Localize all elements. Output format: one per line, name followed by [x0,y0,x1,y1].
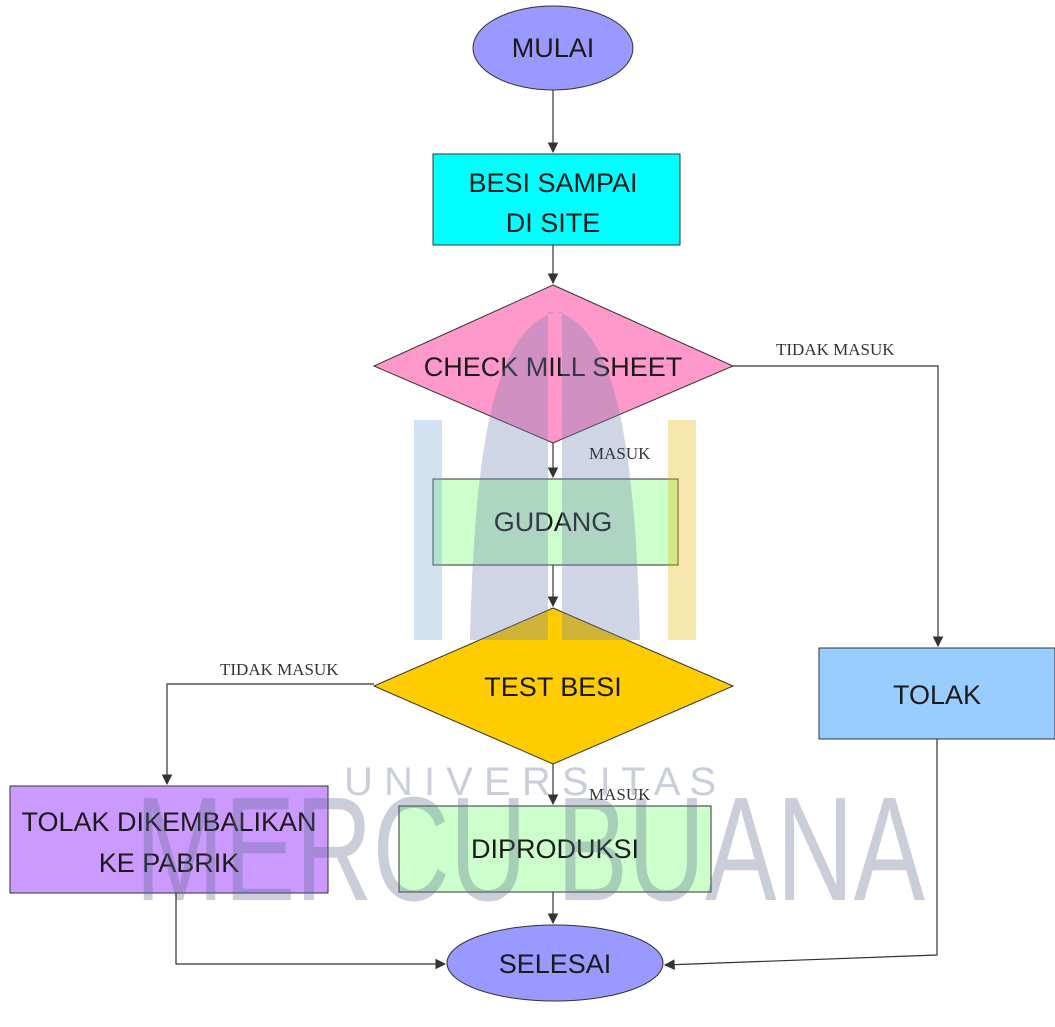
return-label-line2: KE PABRIK [99,848,240,878]
watermark-logo-bar-right [668,420,696,640]
warehouse-process-shape [432,478,679,566]
reject-process-shape [818,647,1055,740]
arrival-process-shape [432,153,681,246]
arrival-label-line1: BESI SAMPAI [468,168,637,198]
edge-label-test-no: TIDAK MASUK [220,660,339,679]
end-terminal-shape [446,924,664,1002]
reject-label: TOLAK [893,680,981,710]
edge-label-check-yes: MASUK [589,444,651,463]
produce-node: DIPRODUKSI [398,805,712,893]
watermark: U N I V E R S I T A S MERCU BUANA [135,312,925,932]
reject-node: TOLAK [818,647,1055,740]
edge-check-to-reject [733,365,944,648]
edge-reject-to-end [663,739,938,971]
warehouse-label: GUDANG [494,507,613,537]
arrival-node: BESI SAMPAI DI SITE [432,153,681,246]
check-node: CHECK MILL SHEET [372,284,735,444]
return-node: TOLAK DIKEMBALIKAN KE PABRIK [9,785,329,894]
watermark-line2: MERCU BUANA [135,767,925,932]
start-node: MULAI [472,5,634,91]
start-label: MULAI [512,33,595,63]
end-label: SELESAI [499,949,612,979]
edge-label-check-no: TIDAK MASUK [776,340,895,359]
produce-process-shape [398,805,712,893]
check-label: CHECK MILL SHEET [424,352,683,382]
return-process-shape [9,785,329,894]
produce-label: DIPRODUKSI [471,834,639,864]
watermark-logo-left [470,312,555,640]
edge-label-test-yes: MASUK [589,785,651,804]
watermark-logo-right [558,312,640,640]
connectors [161,90,944,971]
warehouse-node: GUDANG [432,478,679,566]
edge-test-to-return [161,683,374,786]
arrival-label-line2: DI SITE [506,208,601,238]
edge-return-to-end [175,893,447,970]
watermark-logo-bar-left [414,420,442,640]
test-label: TEST BESI [484,672,622,702]
watermark-line1: U N I V E R S I T A S [344,760,716,804]
return-label-line1: TOLAK DIKEMBALIKAN [21,807,316,837]
end-node: SELESAI [446,924,664,1002]
